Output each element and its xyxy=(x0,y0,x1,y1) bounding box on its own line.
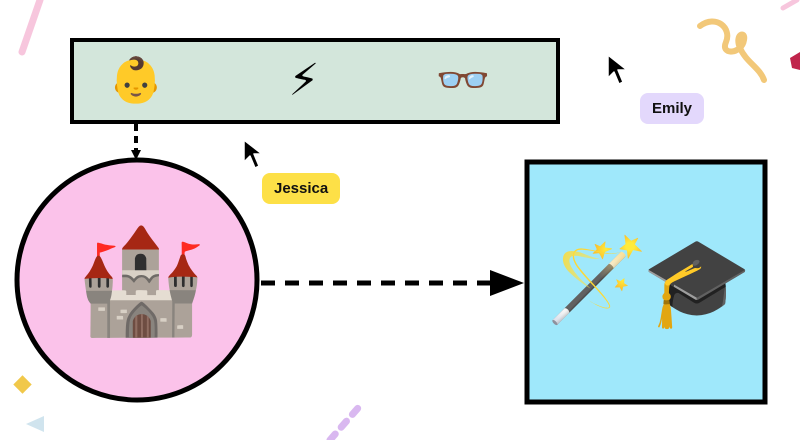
jessica-name-tag: Jessica xyxy=(262,173,341,204)
confetti-yellow-squiggle xyxy=(697,18,767,83)
banner-box[interactable] xyxy=(70,38,560,124)
graduation-cap-icon: 🎓 xyxy=(642,230,752,333)
emily-name-tag: Emily xyxy=(640,93,705,124)
castle-icon: 🏰 xyxy=(76,219,206,341)
connector-square-arrowhead xyxy=(490,270,524,296)
confetti-purple-dashes xyxy=(326,404,362,440)
confetti-yellow-diamond xyxy=(13,375,32,394)
confetti-pink-stroke xyxy=(18,0,44,56)
confetti-pink-dash xyxy=(780,0,800,11)
connector-banner-arrowhead xyxy=(131,150,141,160)
magic-wand-icon: 🪄 xyxy=(546,233,649,328)
circle-node[interactable] xyxy=(14,157,260,403)
emily-cursor-icon xyxy=(607,54,628,85)
lightning-icon: ⚡ xyxy=(288,55,320,106)
baby-icon: 👶 xyxy=(108,55,164,106)
confetti-crimson-shape xyxy=(790,52,800,70)
square-node[interactable] xyxy=(524,159,768,405)
confetti-blue-triangle xyxy=(26,416,44,432)
jessica-cursor-icon xyxy=(243,139,263,169)
glasses-icon: 👓 xyxy=(435,55,491,106)
